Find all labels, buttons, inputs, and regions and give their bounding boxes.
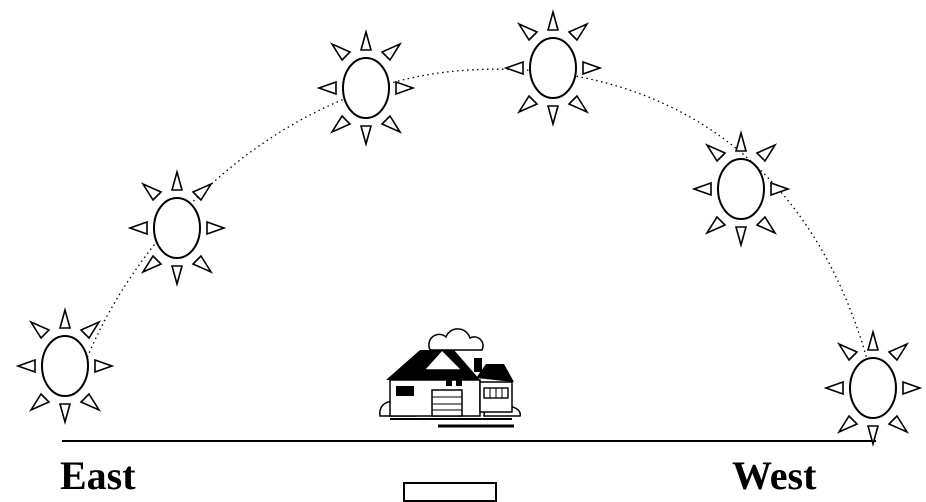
sun-icon <box>130 172 224 284</box>
sun-icon <box>319 32 413 144</box>
house-icon <box>380 329 520 426</box>
east-label: East <box>60 456 136 496</box>
sun-icon <box>826 332 920 444</box>
sun-icon <box>694 133 788 245</box>
sun-icon <box>506 12 600 124</box>
sun-icon <box>18 310 112 422</box>
west-label: West <box>732 456 816 496</box>
bottom-box <box>403 482 497 502</box>
